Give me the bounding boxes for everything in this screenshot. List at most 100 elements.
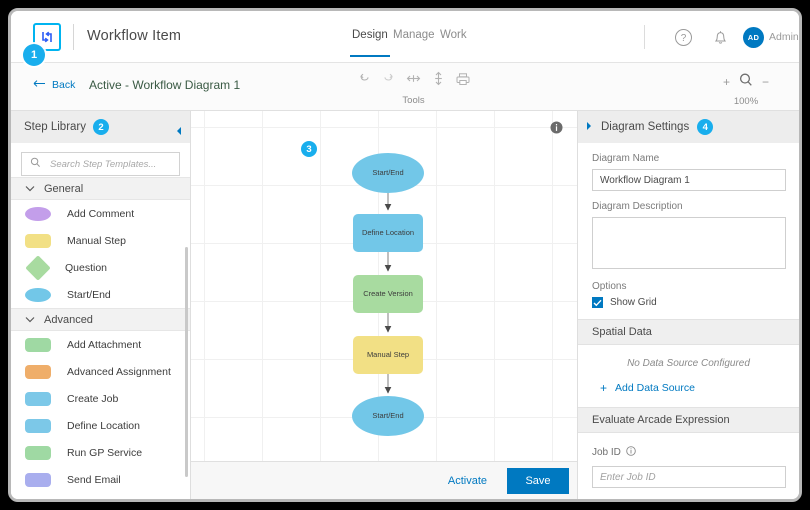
magnifier-icon[interactable] — [738, 72, 754, 93]
flow-node-start-end-bottom[interactable] — [352, 396, 424, 436]
bell-icon[interactable] — [711, 27, 730, 52]
diagram-canvas[interactable]: 3 Start/End Define Lo — [191, 111, 577, 461]
step-list: General Add Comment Manual Step Question… — [11, 177, 190, 499]
app-window: Workflow Item Design Manage Work ? AD Ad… — [8, 8, 802, 502]
search-icon — [30, 155, 41, 173]
callout-badge-2: 2 — [93, 119, 110, 135]
tab-manage[interactable]: Manage — [393, 29, 435, 41]
align-horizontal-icon[interactable] — [406, 72, 421, 90]
step-item-define-location[interactable]: Define Location — [11, 412, 190, 439]
chevron-right-icon[interactable] — [584, 118, 593, 136]
chevron-down-icon — [25, 314, 35, 326]
activate-button[interactable]: Activate — [442, 474, 493, 488]
step-group-label: General — [44, 182, 84, 195]
spatial-data-section-header: Spatial Data — [578, 319, 799, 345]
step-item-add-attachment[interactable]: Add Attachment — [11, 331, 190, 358]
info-circle-icon[interactable] — [550, 121, 563, 139]
print-icon[interactable] — [456, 72, 470, 91]
show-grid-checkbox-row[interactable]: Show Grid — [592, 297, 799, 308]
step-shape-rounded — [25, 391, 51, 406]
step-shape-rounded — [25, 445, 51, 460]
chevron-left-icon[interactable] — [175, 123, 184, 141]
search-step-templates-wrapper[interactable] — [21, 152, 180, 176]
job-id-input[interactable] — [592, 466, 786, 488]
avatar[interactable]: AD — [743, 27, 764, 48]
step-library-panel: Step Library 2 — [11, 111, 191, 499]
action-bar: Activate Save — [191, 461, 577, 499]
step-item-label: Add Comment — [67, 207, 135, 220]
workflow-logo-icon[interactable] — [33, 23, 61, 51]
flow-node-define-location[interactable] — [353, 214, 423, 252]
step-item-label: Run GP Service — [67, 446, 143, 459]
step-item-label: Define Location — [67, 419, 140, 432]
step-item-send-email[interactable]: Send Email — [11, 466, 190, 493]
back-button[interactable]: Back — [33, 79, 75, 91]
callout-badge-1: 1 — [23, 44, 45, 66]
flow-node-manual-step[interactable] — [353, 336, 423, 374]
undo-icon[interactable] — [358, 72, 371, 90]
step-item-start-end[interactable]: Start/End — [11, 281, 190, 308]
no-data-source-text: No Data Source Configured — [627, 358, 750, 369]
step-item-label: Advanced Assignment — [67, 365, 171, 378]
check-icon[interactable] — [592, 297, 603, 308]
tab-design[interactable]: Design — [350, 29, 390, 57]
diagram-name-input[interactable] — [592, 169, 786, 191]
plus-icon: + — [600, 381, 608, 395]
tools-label: Tools — [402, 95, 425, 106]
step-item-create-job[interactable]: Create Job — [11, 385, 190, 412]
step-group-general[interactable]: General — [11, 177, 190, 200]
step-library-title: Step Library — [24, 121, 87, 133]
step-item-manual-step[interactable]: Manual Step — [11, 227, 190, 254]
redo-icon[interactable] — [382, 72, 395, 90]
help-circle-icon[interactable]: ? — [674, 28, 693, 52]
add-data-source-button[interactable]: + Add Data Source — [600, 382, 799, 394]
show-grid-label: Show Grid — [610, 297, 657, 308]
diagram-description-input[interactable] — [592, 217, 786, 269]
callout-badge-3: 3 — [301, 141, 317, 157]
zoom-out-button[interactable]: − — [762, 75, 770, 89]
step-item-label: Add Attachment — [67, 338, 142, 351]
info-icon[interactable] — [626, 443, 636, 461]
zoom-controls: + − 100% — [707, 73, 785, 107]
diagram-settings-header: Diagram Settings 4 — [578, 111, 799, 143]
svg-text:?: ? — [681, 33, 687, 44]
callout-badge-4: 4 — [697, 119, 714, 135]
tab-work[interactable]: Work — [440, 29, 467, 41]
step-item-add-comment[interactable]: Add Comment — [11, 200, 190, 227]
flow-node-label: Start/End — [372, 411, 403, 420]
step-shape-ellipse — [25, 287, 51, 302]
step-item-advanced-assignment[interactable]: Advanced Assignment — [11, 358, 190, 385]
back-button-label: Back — [52, 79, 76, 91]
step-shape-rounded — [25, 472, 51, 487]
flow-node-label: Define Location — [362, 228, 414, 237]
diagram-settings-panel: Diagram Settings 4 Diagram Name Diagram … — [577, 111, 799, 499]
flow-node-label: Create Version — [363, 289, 413, 298]
diagram-settings-title: Diagram Settings — [601, 121, 690, 133]
step-item-label: Send Email — [67, 473, 121, 486]
diagram-name-label: Diagram Name — [592, 153, 660, 164]
step-item-run-gp-service[interactable]: Run GP Service — [11, 439, 190, 466]
user-name[interactable]: Administrator — [769, 31, 802, 43]
step-item-question[interactable]: Question — [11, 254, 190, 281]
chevron-down-icon — [25, 183, 35, 195]
save-button[interactable]: Save — [507, 467, 569, 494]
tools-group: Tools — [356, 71, 471, 106]
diagram-description-label: Diagram Description — [592, 201, 683, 212]
step-item-label: Question — [65, 261, 108, 274]
step-item-label: Start/End — [67, 288, 111, 301]
align-vertical-icon[interactable] — [432, 71, 445, 91]
flow-node-create-version[interactable] — [353, 275, 423, 313]
arcade-expression-section-header: Evaluate Arcade Expression — [578, 407, 799, 433]
step-item-label: Manual Step — [67, 234, 126, 247]
app-title: Workflow Item — [87, 28, 182, 44]
step-library-scrollbar[interactable] — [185, 247, 188, 477]
sub-header-toolbar: Back Active - Workflow Diagram 1 — [11, 63, 799, 111]
step-group-advanced[interactable]: Advanced — [11, 308, 190, 331]
zoom-in-button[interactable]: + — [722, 75, 730, 89]
header-divider-left — [73, 24, 74, 50]
top-header: Workflow Item Design Manage Work ? AD Ad… — [11, 11, 799, 63]
step-shape-rounded — [25, 418, 51, 433]
step-item-label: Create Job — [67, 392, 119, 405]
search-input[interactable] — [48, 157, 171, 171]
flow-node-start-end-top[interactable] — [352, 153, 424, 193]
